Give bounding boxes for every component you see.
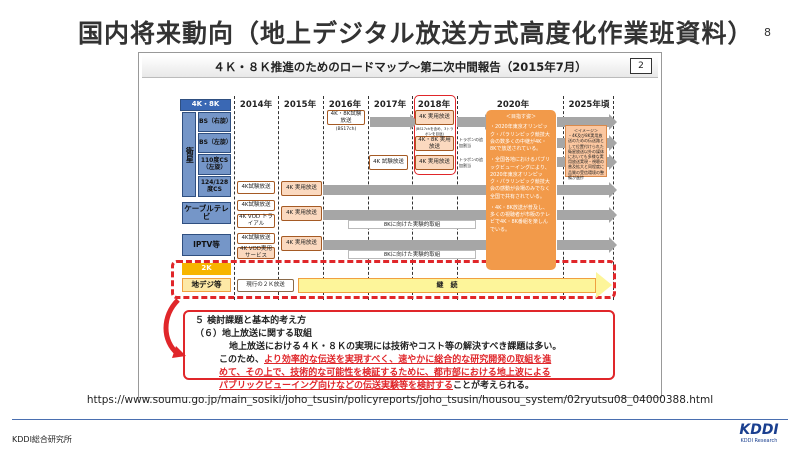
image-title: ＜イメージ＞ [574, 128, 598, 133]
arrow [323, 182, 494, 198]
label-cable: ケーブルテレビ [182, 202, 231, 224]
year-2025: 2025年頃 [568, 100, 610, 110]
cs124-practical-box: 4K 実用放送 [281, 181, 322, 196]
note-2018: (BS17chを含め、3トラポンを目途) [415, 127, 454, 136]
terr-continue-arrow: 継 続 [298, 278, 596, 293]
logo-sub: KDDI Research [740, 438, 778, 444]
iptv-practical-box: 4K 実用放送 [281, 236, 322, 251]
iptv-8k-bar: 8Kに向けた実験的取組 [348, 250, 476, 259]
excerpt-highlight: めて、その上で、技術的な可能性を検証するために、都市部における地上波による [219, 368, 551, 378]
excerpt-highlight: より効率的な伝送を実現すべく、速やかに総合的な研究開発の取組を進 [264, 355, 552, 365]
bs-trial-note: (BS17ch) [335, 127, 357, 132]
goal-item: ・4K・8K放送が普及し、多くの視聴者が市販のテレビで4K・8K番組を楽しんでい… [490, 204, 551, 233]
year-2015: 2015年 [283, 100, 317, 110]
cable-trial-box: 4K試験放送 [237, 200, 275, 211]
arrow [370, 114, 418, 130]
year-divider [457, 96, 458, 300]
slide-title: 国内将来動向（地上デジタル放送方式高度化作業班資料） [78, 19, 754, 48]
label-cs110: 110度CS（左旋） [198, 154, 231, 175]
cs-2017-box: 4K 試験放送 [369, 155, 408, 170]
year-2016: 2016年 [328, 100, 362, 110]
arrow-head [596, 272, 612, 298]
year-2017: 2017年 [373, 100, 407, 110]
logo-main: KDDI [739, 422, 779, 438]
kddi-logo: KDDI KDDI Research [730, 422, 788, 444]
year-divider [323, 96, 324, 300]
year-divider [368, 96, 369, 300]
goal-item: ・2020年東京オリンピック・パラリンピック競技大会の数多くの中継が4K・8Kで… [490, 124, 550, 152]
label-bs-left: BS（左旋） [198, 133, 232, 153]
transponder-note-2: トラポンの追加割当 [459, 157, 483, 168]
label-iptv: IPTV等 [182, 234, 231, 256]
bs-left-2018-box: 4K・8K 実用放送 [415, 136, 454, 151]
label-cs124: 124/128度CS [198, 176, 231, 197]
arrow [323, 207, 494, 223]
excerpt-subheading: （６）地上放送に関する取組 [195, 329, 313, 339]
terr-current-box: 現行の２Ｋ放送 [237, 279, 294, 292]
excerpt-box: ５ 検討課題と基本的考え方 （６）地上放送に関する取組 地上放送における４Ｋ・８… [183, 310, 615, 391]
label-terrestrial: 地デジ等 [182, 278, 231, 292]
arrow [557, 182, 617, 198]
excerpt-heading: ５ 検討課題と基本的考え方 [195, 316, 307, 326]
arrow [557, 114, 617, 130]
figure-frame [138, 52, 662, 398]
bs-right-2018-box: 4K 実用放送 [415, 110, 454, 125]
cable-vod-box: 4K VOD トライアル [237, 214, 275, 228]
arrow [557, 207, 617, 223]
goal-title: ＜目指す姿＞ [505, 114, 536, 120]
year-divider [278, 96, 279, 300]
highlight-2018 [414, 95, 456, 175]
goal-box: ＜目指す姿＞ ・2020年東京オリンピック・パラリンピック競技大会の数多くの中継… [486, 110, 556, 270]
label-satellite: 衛星 [182, 112, 196, 197]
curved-arrow-icon [163, 298, 186, 358]
cs-2018-box: 4K 実用放送 [415, 155, 454, 170]
label-bs-right: BS（右旋） [198, 112, 232, 132]
excerpt-highlight: パブリックビューイング向けなどの伝送実験等を検討する [219, 381, 454, 391]
year-2014: 2014年 [239, 100, 273, 110]
label-2k: 2K [182, 263, 231, 275]
page-number: 8 [764, 26, 771, 39]
year-divider [412, 96, 413, 300]
year-2020: 2020年 [496, 100, 530, 110]
year-divider [613, 96, 614, 300]
year-2018: 2018年 [417, 100, 451, 110]
arrow [323, 237, 494, 253]
source-url[interactable]: https://www.soumu.go.jp/main_sosiki/joho… [86, 394, 714, 406]
2k-highlight [171, 260, 616, 299]
year-divider [563, 96, 564, 300]
org-name: KDDI総合研究所 [12, 435, 72, 444]
arrow [457, 114, 493, 130]
footer-divider [12, 419, 788, 420]
cable-8k-bar: 8Kに向けた実験的取組 [348, 220, 476, 229]
cs124-trial-box: 4K試験放送 [237, 181, 275, 194]
bs-trial-box: 4K・8K試験放送 [327, 110, 365, 125]
goal-item: ・全国各地におけるパブリックビューイングにより、2020年東京オリンピック・パラ… [490, 157, 551, 200]
image-text: ・4K及び8K実用放送のための伝送路として位置付けられた衛星放送以外の媒体におい… [568, 133, 604, 180]
excerpt-text: ことが考えられる。 [453, 381, 535, 391]
figure-page: 2 [630, 58, 652, 74]
figure-title: ４Ｋ・８Ｋ推進のためのロードマップ〜第二次中間報告（2015年7月） [142, 56, 658, 78]
label-4k8k: 4K・8K [180, 99, 231, 111]
iptv-trial-box: 4K試験放送 [237, 233, 275, 244]
iptv-vod-box: 4K VOD実用サービス [237, 246, 275, 259]
cable-practical-box: 4K 実用放送 [281, 206, 322, 221]
arrow [557, 237, 617, 253]
image-box: ＜イメージ＞ ・4K及び8K実用放送のための伝送路として位置付けられた衛星放送以… [565, 125, 607, 180]
excerpt-text: このため、 [219, 355, 265, 365]
transponder-note-1: トラポンの追加割当 [459, 137, 483, 148]
year-divider [234, 96, 235, 300]
excerpt-line: 地上放送における４Ｋ・８Ｋの実現には技術やコスト等の解決すべき課題は多い。 [229, 342, 562, 352]
